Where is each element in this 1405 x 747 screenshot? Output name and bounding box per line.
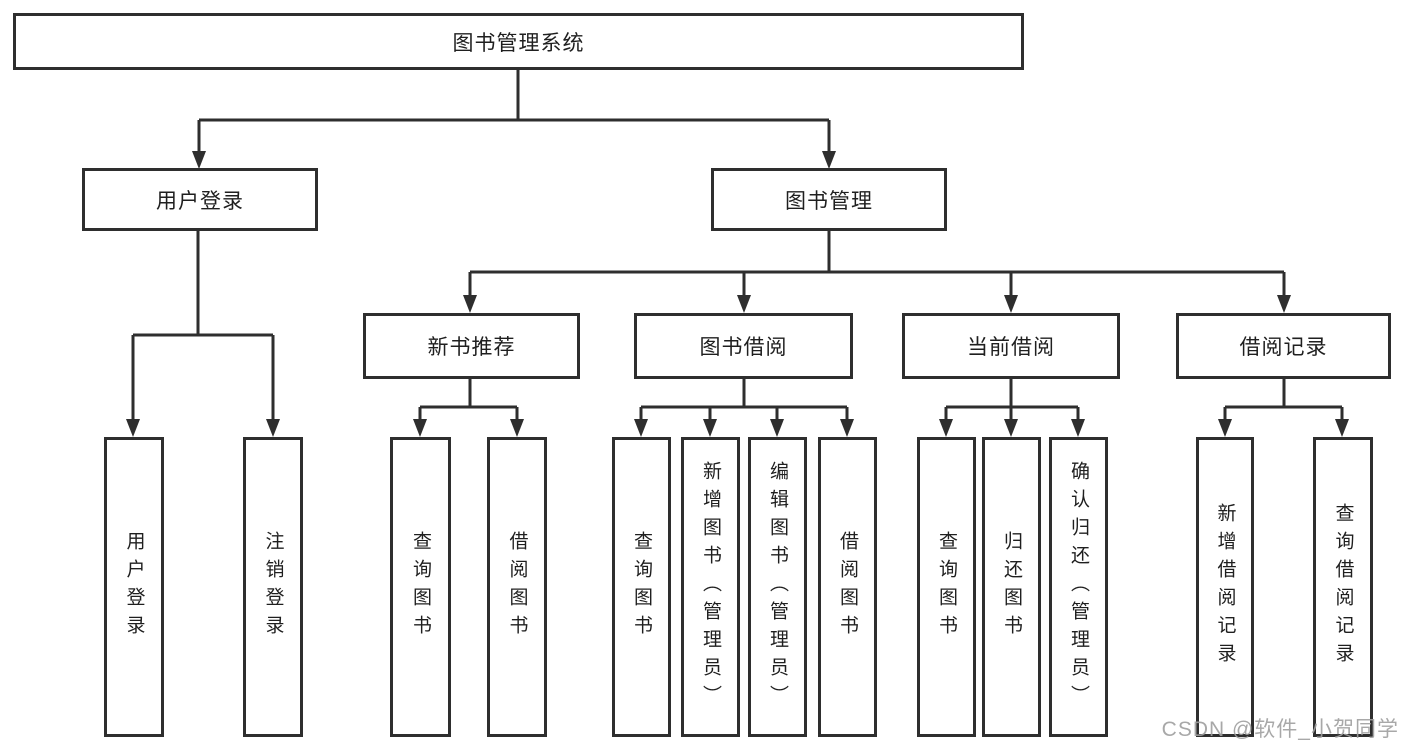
leaf-borrow-books: 借阅图书 (818, 437, 877, 737)
leaf-logout: 注销登录 (243, 437, 303, 737)
leaf-user-login: 用户登录 (104, 437, 164, 737)
leaf-return-books: 归还图书 (982, 437, 1041, 737)
leaf-add-borrow-record: 新增借阅记录 (1196, 437, 1254, 737)
leaf-query-borrow-record: 查询借阅记录 (1313, 437, 1373, 737)
connector-book-borrow-to-leaves (639, 379, 849, 421)
leaf-add-books-admin: 新增图书（管理员） (681, 437, 740, 737)
connector-current-borrow-to-leaves (944, 379, 1080, 421)
leaf-confirm-return-admin: 确认归还（管理员） (1049, 437, 1108, 737)
node-book-management: 图书管理 (711, 168, 947, 231)
leaf-query-books-recommend: 查询图书 (390, 437, 451, 737)
node-book-borrowing: 图书借阅 (634, 313, 853, 379)
node-new-book-recommendation: 新书推荐 (363, 313, 580, 379)
node-library-management-system: 图书管理系统 (13, 13, 1024, 70)
node-user-login: 用户登录 (82, 168, 318, 231)
node-borrowing-records: 借阅记录 (1176, 313, 1391, 379)
node-current-borrowing: 当前借阅 (902, 313, 1120, 379)
connector-user-login-to-leaves (131, 231, 275, 421)
leaf-borrow-books-recommend: 借阅图书 (487, 437, 547, 737)
connector-book-mgmt-to-level3 (468, 231, 1286, 297)
connector-root-to-level2 (197, 70, 831, 153)
csdn-watermark: CSDN @软件_小贺同学 (1161, 718, 1399, 741)
leaf-query-books-current: 查询图书 (917, 437, 976, 737)
leaf-query-books-borrowing: 查询图书 (612, 437, 671, 737)
connector-borrow-records-to-leaves (1223, 379, 1344, 421)
leaf-edit-books-admin: 编辑图书（管理员） (748, 437, 807, 737)
connector-new-books-to-leaves (418, 379, 519, 421)
